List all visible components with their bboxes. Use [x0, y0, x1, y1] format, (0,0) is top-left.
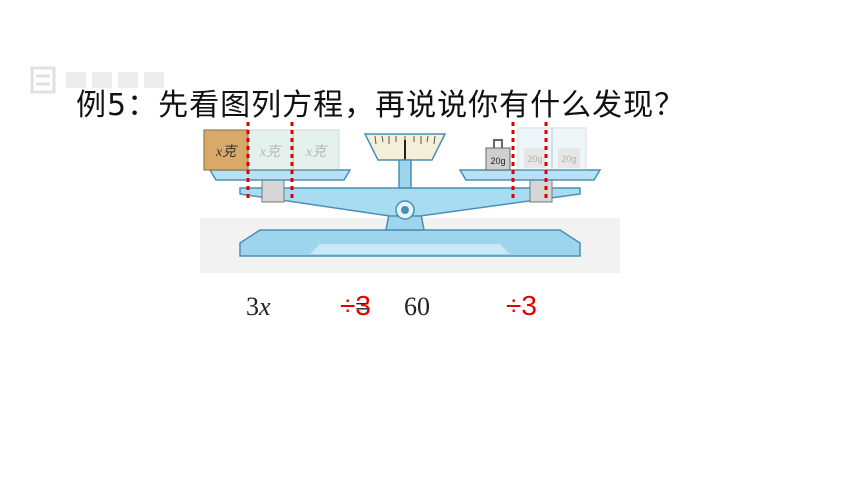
division-op-left: ÷3 [340, 290, 371, 321]
equation-variable: x [259, 292, 271, 321]
box-label: x克 [259, 144, 282, 160]
equation-equals: = [355, 292, 370, 321]
box-label: x克 [215, 144, 238, 160]
weight-20g-faded: 20g [551, 127, 587, 171]
equation-right: 60 [404, 292, 430, 321]
weight-label: 20g [527, 154, 542, 164]
weight-label: 20g [490, 156, 505, 166]
division-op-right: ÷3 [506, 290, 537, 321]
weight-label: 20g [561, 154, 576, 164]
equation-left: 3x [246, 292, 271, 322]
equation-coefficient: 3 [246, 292, 259, 321]
x-gram-box-faded: x克 [292, 129, 340, 171]
x-gram-box: x克 [203, 129, 249, 171]
divider-lines [246, 118, 548, 200]
watermark-logo [30, 66, 164, 94]
x-gram-box-faded: x克 [247, 129, 294, 171]
page-title: 例5：先看图列方程，再说说你有什么发现？ [76, 88, 686, 123]
weight-20g: 20g [485, 139, 511, 171]
balance-scale-figure: x克 x克 x克 20g 20g 20g [200, 118, 620, 273]
box-label: x克 [305, 144, 328, 160]
